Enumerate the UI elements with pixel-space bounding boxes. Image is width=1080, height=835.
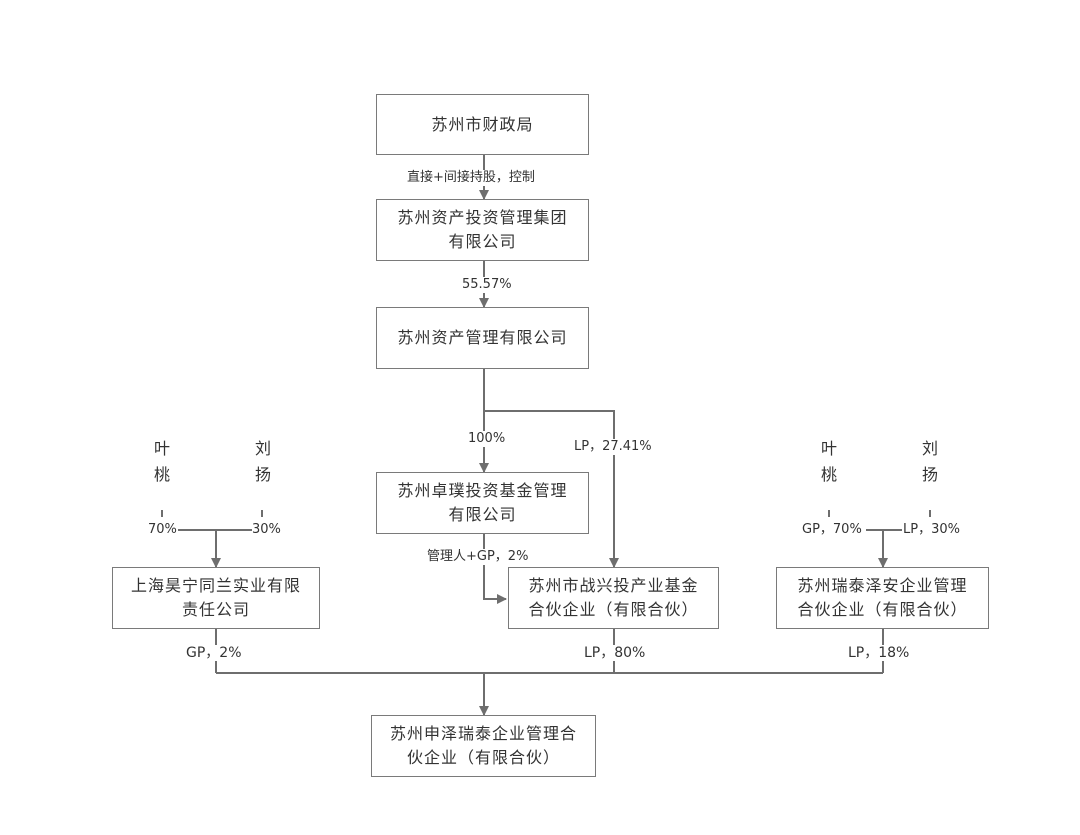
label-haoning-shenze: GP，2% [184,645,244,661]
person-right-ye: 叶 桃 [817,436,841,488]
node-shenze-line2: 伙企业（有限合伙） [406,748,560,767]
label-right-ye-pct: GP，70% [802,522,862,537]
edge-mgmt-zhanxing [484,410,619,568]
person-left-ye: 叶 桃 [150,436,174,488]
person-right-liu-char1: 刘 [921,439,938,458]
person-left-ye-char1: 叶 [153,439,170,458]
node-haoning-line1: 上海昊宁同兰实业有限 [130,576,301,595]
node-asset-mgmt-label: 苏州资产管理有限公司 [397,328,568,347]
label-mgmt-zhanxing: LP，27.41% [572,439,654,455]
person-left-liu-char1: 刘 [254,439,271,458]
label-finance-group: 直接+间接持股，控制 [404,170,538,186]
label-group-mgmt: 55.57% [460,277,514,293]
label-right-liu-pct: LP，30% [903,522,960,537]
node-ruitai-zean-line2: 合伙企业（有限合伙） [797,600,968,619]
label-ruitai-shenze: LP，18% [846,645,912,661]
node-finance-bureau-label: 苏州市财政局 [431,114,534,134]
node-asset-mgmt: 苏州资产管理有限公司 [376,307,589,369]
node-haoning-line2: 责任公司 [181,600,250,619]
node-haoning: 上海昊宁同兰实业有限 责任公司 [112,567,320,629]
label-left-liu-pct: 30% [252,522,281,537]
person-left-ye-char2: 桃 [153,465,170,484]
label-zhanxing-shenze: LP，80% [582,645,648,661]
node-asset-group-line2: 有限公司 [448,232,517,251]
person-right-ye-char2: 桃 [820,465,837,484]
node-zhuopu-line1: 苏州卓璞投资基金管理 [397,481,568,500]
person-left-liu-char2: 扬 [254,465,271,484]
node-finance-bureau: 苏州市财政局 [376,94,589,155]
node-shenze: 苏州申泽瑞泰企业管理合 伙企业（有限合伙） [371,715,596,777]
node-asset-group: 苏州资产投资管理集团 有限公司 [376,199,589,261]
node-shenze-line1: 苏州申泽瑞泰企业管理合 [389,724,577,743]
node-zhuopu: 苏州卓璞投资基金管理 有限公司 [376,472,589,534]
node-zhanxing-line2: 合伙企业（有限合伙） [528,600,699,619]
label-zhuopu-zhanxing: 管理人+GP，2% [425,549,531,565]
person-right-liu-char2: 扬 [921,465,938,484]
person-right-ye-char1: 叶 [820,439,837,458]
node-zhanxing: 苏州市战兴投产业基金 合伙企业（有限合伙） [508,567,719,629]
node-zhanxing-line1: 苏州市战兴投产业基金 [528,576,699,595]
label-mgmt-zhuopu: 100% [466,431,508,447]
node-ruitai-zean: 苏州瑞泰泽安企业管理 合伙企业（有限合伙） [776,567,989,629]
edge-zhuopu-zhanxing [483,534,507,604]
person-right-liu: 刘 扬 [918,436,942,488]
node-ruitai-zean-line1: 苏州瑞泰泽安企业管理 [797,576,968,595]
node-asset-group-line1: 苏州资产投资管理集团 [397,208,568,227]
label-left-ye-pct: 70% [148,522,177,537]
node-zhuopu-line2: 有限公司 [448,505,517,524]
person-left-liu: 刘 扬 [251,436,275,488]
